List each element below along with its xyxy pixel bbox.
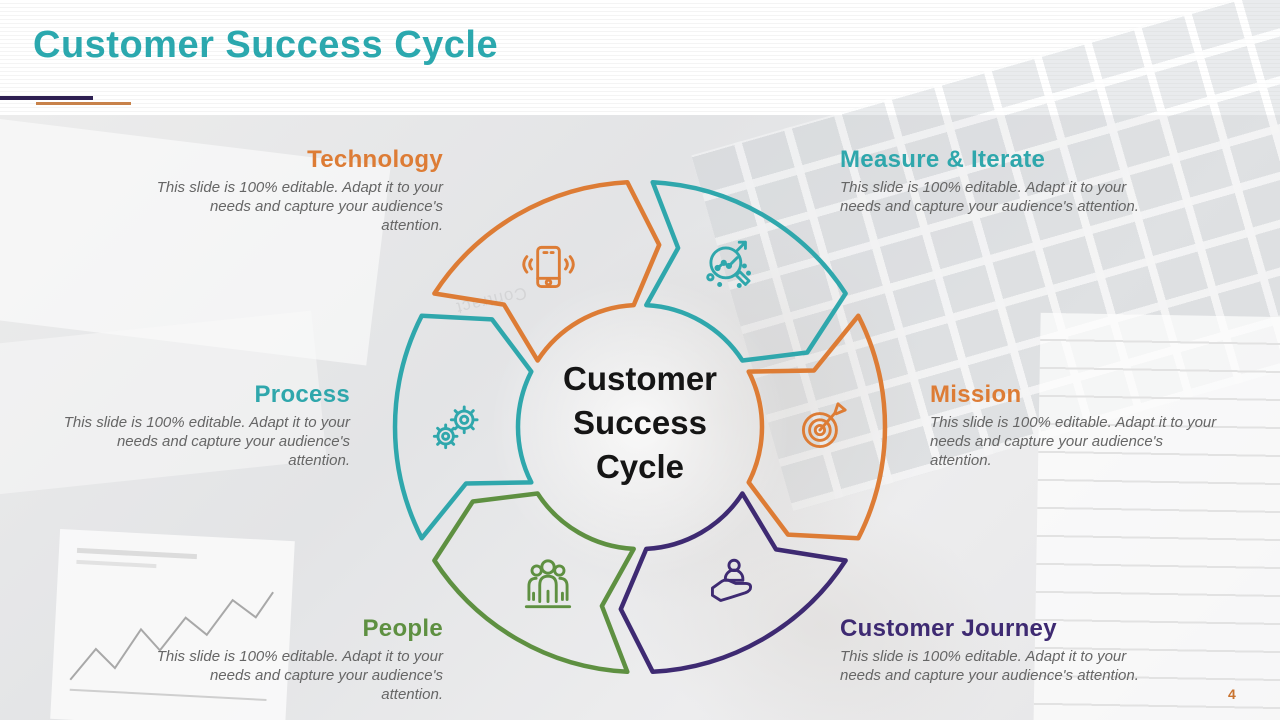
title-underline-tan [36, 102, 131, 105]
segment-arc-measure-iterate [644, 179, 848, 363]
segment-description: This slide is 100% editable. Adapt it to… [156, 179, 443, 234]
segment-arc-technology [432, 179, 662, 363]
diagram-center-title: Customer Success Cycle [520, 357, 760, 489]
page-number: 4 [1228, 686, 1236, 702]
center-line: Cycle [595, 448, 685, 485]
gears-icon [424, 394, 490, 460]
slide-header: Customer Success Cycle [0, 0, 1280, 115]
segment-title: Process [254, 381, 350, 408]
magnifier-chart-icon [698, 235, 764, 301]
segment-description: This slide is 100% editable. Adapt it to… [840, 179, 1139, 215]
cycle-diagram [392, 179, 888, 675]
segment-label-mission: Mission This slide is 100% editable. Ada… [930, 381, 1220, 471]
segment-title: Customer Journey [840, 615, 1057, 642]
segment-arc-people [432, 491, 636, 675]
center-line: Success [573, 404, 707, 441]
segment-title: Mission [930, 381, 1022, 408]
segment-title: People [362, 615, 443, 642]
segment-arc-mission [746, 313, 888, 541]
segment-description: This slide is 100% editable. Adapt it to… [840, 648, 1139, 684]
segment-label-customer-journey: Customer Journey This slide is 100% edit… [840, 615, 1160, 686]
segment-description: This slide is 100% editable. Adapt it to… [930, 414, 1217, 469]
center-glow-decor [490, 277, 790, 577]
segment-description: This slide is 100% editable. Adapt it to… [63, 414, 350, 469]
chart-paper-decor [50, 528, 295, 720]
segment-label-technology: Technology This slide is 100% editable. … [153, 146, 443, 236]
segment-label-people: People This slide is 100% editable. Adap… [153, 615, 443, 705]
segment-arc-process [392, 313, 534, 541]
slide-title: Customer Success Cycle [33, 24, 499, 66]
hand-person-icon [698, 552, 764, 618]
segment-label-process: Process This slide is 100% editable. Ada… [60, 381, 350, 471]
segment-arc-customer-journey [618, 491, 848, 675]
smartphone-icon [515, 235, 581, 301]
center-line: Customer [562, 360, 718, 397]
segment-description: This slide is 100% editable. Adapt it to… [156, 648, 443, 703]
line-chart-doodle [69, 547, 274, 702]
segment-title: Measure & Iterate [840, 146, 1046, 173]
segment-label-measure-iterate: Measure & Iterate This slide is 100% edi… [840, 146, 1140, 217]
segment-title: Technology [307, 146, 443, 173]
target-icon [790, 394, 856, 460]
people-group-icon [515, 552, 581, 618]
title-underline-navy [0, 96, 93, 100]
